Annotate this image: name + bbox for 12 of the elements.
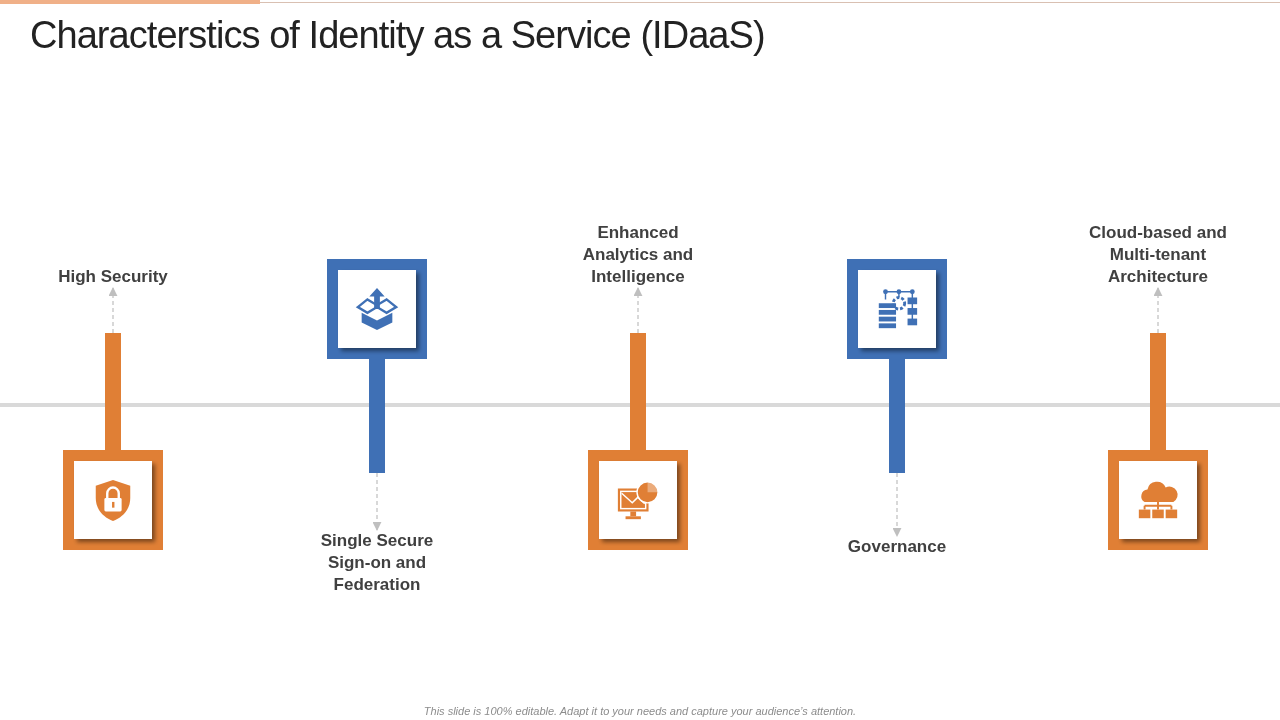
- dashed-arrow: [372, 472, 382, 531]
- dashed-arrow: [108, 287, 118, 334]
- feature-label: Governance: [847, 536, 947, 558]
- dashed-arrow: [633, 287, 643, 334]
- feature-label: Single Secure Sign-on and Federation: [319, 530, 435, 596]
- feature-label: Cloud-based and Multi-tenant Architecture: [1088, 222, 1228, 288]
- slide-title: Characterstics of Identity as a Service (IDaaS): [30, 13, 765, 58]
- dashed-arrow: [1153, 287, 1163, 334]
- footer-note: This slide is 100% editable. Adapt it to your needs and capture your audience’s attention.: [422, 704, 858, 719]
- dashed-arrow: [892, 472, 902, 537]
- feature-label: High Security: [58, 266, 168, 288]
- feature-label: Enhanced Analytics and Intelligence: [581, 222, 695, 288]
